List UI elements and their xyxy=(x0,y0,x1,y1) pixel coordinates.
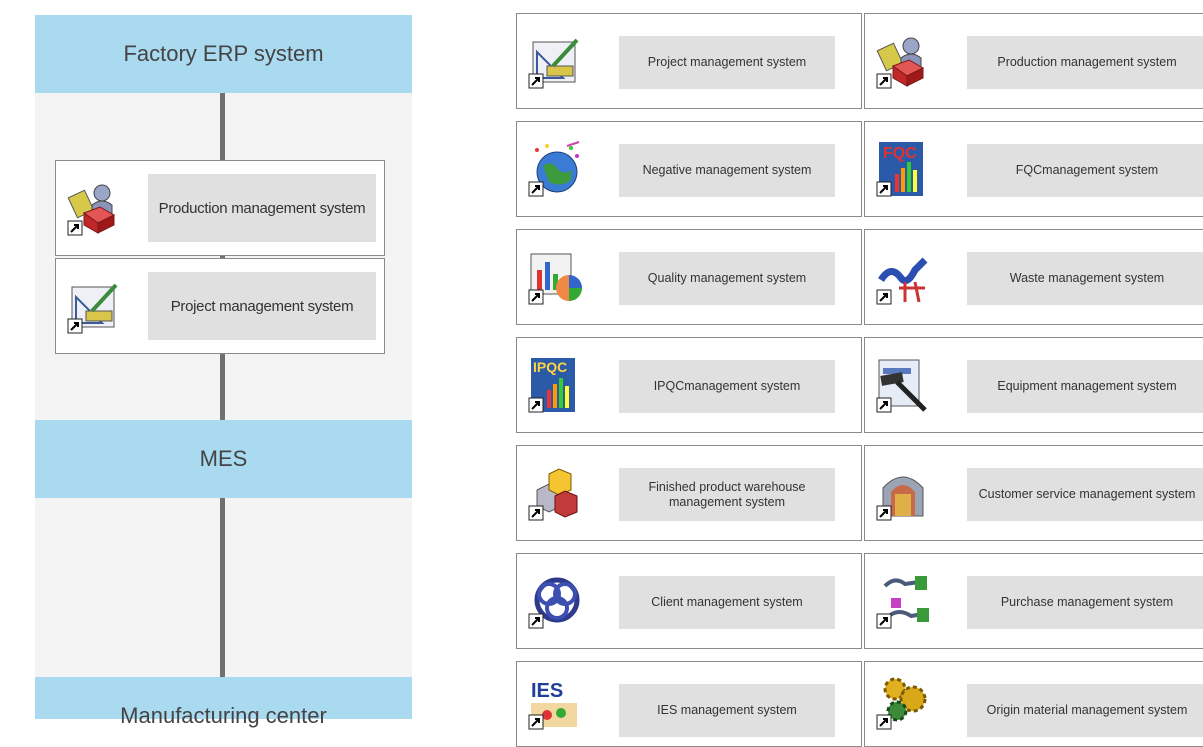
grid-client-management-box[interactable]: Client management system xyxy=(516,553,862,649)
project-icon xyxy=(527,32,585,90)
svg-text:FQC: FQC xyxy=(883,145,917,162)
left-project-label: Project management system xyxy=(148,272,376,340)
purchase-icon xyxy=(875,572,933,630)
gears-icon xyxy=(875,673,933,731)
mes-bar: MES xyxy=(35,420,412,498)
grid-purchase-management-box[interactable]: Purchase management system xyxy=(864,553,1203,649)
ipqc-icon: IPQC xyxy=(527,356,585,414)
cubes-icon xyxy=(527,464,585,522)
manufacturing-center-label: Manufacturing center xyxy=(120,703,327,728)
mes-label: MES xyxy=(199,446,248,471)
grid-finished-product-warehouse-box[interactable]: Finished product warehouse management sy… xyxy=(516,445,862,541)
grid-project-management-box[interactable]: Project management system xyxy=(516,13,862,109)
hammer-icon xyxy=(875,356,933,414)
grid-ies-label: IES management system xyxy=(619,684,835,737)
grid-fqc-management-box[interactable]: FQC FQCmanagement system xyxy=(864,121,1203,217)
grid-customer-service-label: Customer service management system xyxy=(967,468,1203,521)
grid-negative-label: Negative management system xyxy=(619,144,835,197)
grid-ipqc-management-box[interactable]: IPQC IPQCmanagement system xyxy=(516,337,862,433)
connector-line-lower xyxy=(220,498,225,678)
ies-icon: IES xyxy=(527,673,585,731)
grid-negative-management-box[interactable]: Negative management system xyxy=(516,121,862,217)
fqc-icon: FQC xyxy=(875,140,933,198)
left-production-label: Production management system xyxy=(148,174,376,242)
factory-erp-bar: Factory ERP system xyxy=(35,15,412,93)
grid-client-label: Client management system xyxy=(619,576,835,629)
grid-purchase-label: Purchase management system xyxy=(967,576,1203,629)
connector-line-upper xyxy=(220,92,225,422)
svg-text:IES: IES xyxy=(531,680,563,702)
grid-waste-management-box[interactable]: Waste management system xyxy=(864,229,1203,325)
grid-production-label: Production management system xyxy=(967,36,1203,89)
grid-origin-material-label: Origin material management system xyxy=(967,684,1203,737)
grid-ipqc-label: IPQCmanagement system xyxy=(619,360,835,413)
grid-origin-material-box[interactable]: Origin material management system xyxy=(864,661,1203,747)
production-icon xyxy=(66,179,124,237)
grid-equipment-management-box[interactable]: Equipment management system xyxy=(864,337,1203,433)
grid-equipment-label: Equipment management system xyxy=(967,360,1203,413)
waste-icon xyxy=(875,248,933,306)
project-icon xyxy=(66,277,124,335)
grid-production-management-box[interactable]: Production management system xyxy=(864,13,1203,109)
grid-quality-management-box[interactable]: Quality management system xyxy=(516,229,862,325)
grid-fqc-label: FQCmanagement system xyxy=(967,144,1203,197)
production-icon xyxy=(875,32,933,90)
quality-chart-icon xyxy=(527,248,585,306)
grid-finished-product-label: Finished product warehouse management sy… xyxy=(619,468,835,521)
grid-ies-management-box[interactable]: IES IES management system xyxy=(516,661,862,747)
grid-project-label: Project management system xyxy=(619,36,835,89)
grid-quality-label: Quality management system xyxy=(619,252,835,305)
grid-customer-service-box[interactable]: Customer service management system xyxy=(864,445,1203,541)
left-project-management-box[interactable]: Project management system xyxy=(55,258,385,354)
grid-waste-label: Waste management system xyxy=(967,252,1203,305)
svg-text:IPQC: IPQC xyxy=(533,359,567,375)
knot-icon xyxy=(527,572,585,630)
globe-icon xyxy=(527,140,585,198)
manufacturing-center-bar: Manufacturing center xyxy=(35,677,412,728)
arch-icon xyxy=(875,464,933,522)
left-production-management-box[interactable]: Production management system xyxy=(55,160,385,256)
factory-erp-label: Factory ERP system xyxy=(123,41,324,66)
